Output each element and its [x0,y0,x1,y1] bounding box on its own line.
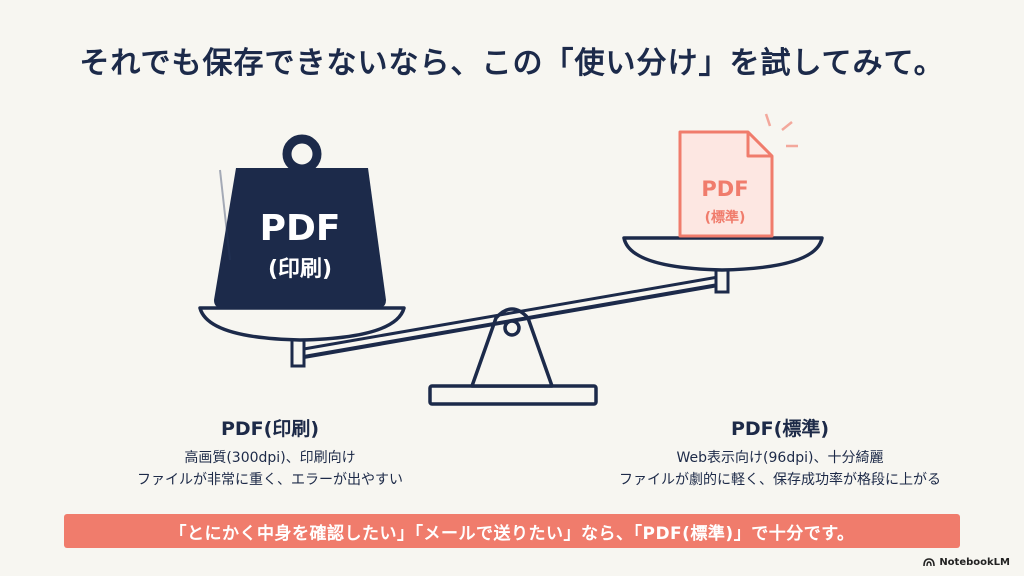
weight-label-line2: (印刷) [268,257,332,282]
right-pan [622,236,824,294]
conclusion-banner: 「とにかく中身を確認したい」「メールで送りたい」なら、「PDF(標準)」で十分で… [64,514,960,548]
scale-beam [297,274,725,360]
left-caption-heading: PDF(印刷) [220,418,320,440]
page-title: それでも保存できないなら、この「使い分け」を試してみて。 [79,46,945,81]
right-caption-line1: Web表示向け(96dpi)、十分綺麗 [676,450,884,466]
conclusion-text: 「とにかく中身を確認したい」「メールで送りたい」なら、「PDF(標準)」で十分で… [169,523,855,544]
brand-watermark: NotebookLM [923,557,1010,568]
document-icon: PDF (標準) [678,113,798,238]
right-caption-heading: PDF(標準) [730,418,830,440]
left-caption-line2: ファイルが非常に重く、エラーが出やすい [137,472,403,488]
document-label-line1: PDF [701,177,748,201]
weight-label-line1: PDF [260,208,341,249]
left-caption: PDF(印刷) 高画質(300dpi)、印刷向け ファイルが非常に重く、エラーが… [60,414,480,491]
notebooklm-logo-icon [923,558,936,567]
right-caption: PDF(標準) Web表示向け(96dpi)、十分綺麗 ファイルが劇的に軽く、保… [560,414,1000,491]
heavy-weight-icon: PDF (印刷) [214,134,386,308]
left-pan [198,306,406,368]
right-caption-line2: ファイルが劇的に軽く、保存成功率が格段に上がる [619,472,941,488]
document-label-line2: (標準) [705,209,746,226]
left-caption-line1: 高画質(300dpi)、印刷向け [184,450,356,466]
brand-label: NotebookLM [939,557,1010,568]
